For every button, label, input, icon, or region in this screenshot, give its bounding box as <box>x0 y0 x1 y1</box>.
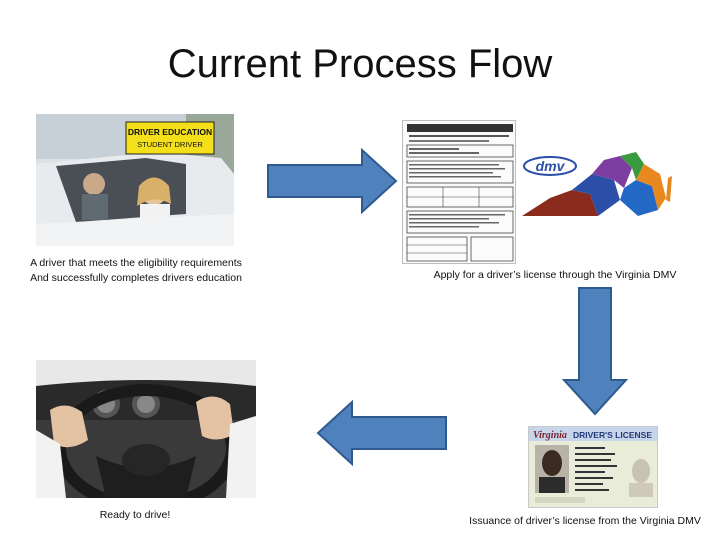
step1-caption: A driver that meets the eligibility requ… <box>20 256 252 286</box>
license-application-form-image <box>402 120 516 264</box>
dmv-logo-text: dmv <box>536 158 566 174</box>
arrow-left <box>316 400 447 466</box>
step1-caption-line2: And successfully completes drivers educa… <box>30 272 242 284</box>
slide-title: Current Process Flow <box>167 42 553 86</box>
virginia-dmv-logo: dmv <box>520 150 674 220</box>
license-title-text: DRIVER'S LICENSE <box>573 430 652 440</box>
step4-caption: Ready to drive! <box>99 509 171 521</box>
license-state-text: Virginia <box>533 430 567 441</box>
step2-caption: Apply for a driver’s license through the… <box>433 269 677 281</box>
driver-education-sign-line2: STUDENT DRIVER <box>137 140 203 149</box>
arrow-down <box>562 287 628 416</box>
drivers-license-image: Virginia DRIVER'S LICENSE <box>528 426 658 508</box>
steering-wheel-photo <box>36 360 256 498</box>
arrow-right <box>267 148 398 214</box>
driver-education-photo: DRIVER EDUCATION STUDENT DRIVER <box>36 114 234 246</box>
step1-caption-line1: A driver that meets the eligibility requ… <box>30 257 242 269</box>
driver-education-sign-line1: DRIVER EDUCATION <box>128 127 212 137</box>
step3-caption: Issuance of driver’s license from the Vi… <box>469 515 701 527</box>
